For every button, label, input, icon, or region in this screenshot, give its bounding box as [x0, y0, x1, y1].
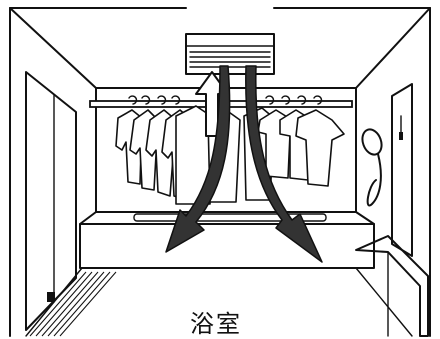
shower-head-icon: [359, 127, 385, 206]
bathtub: [80, 212, 374, 268]
ceiling-bathroom-dryer-icon: [186, 34, 274, 74]
right-wall-fixtures: [356, 84, 428, 336]
room-label: 浴室: [190, 309, 270, 339]
left-door: [26, 72, 116, 336]
